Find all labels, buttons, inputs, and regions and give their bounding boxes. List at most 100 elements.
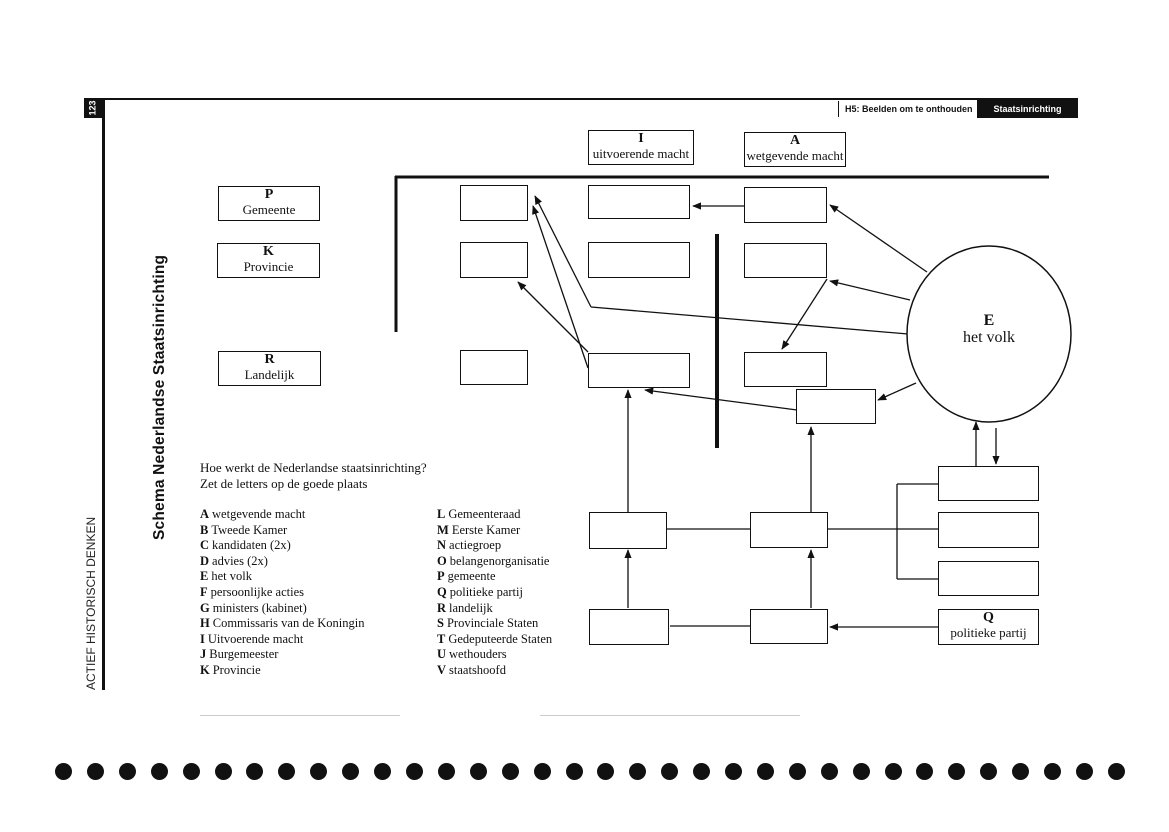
legend-letter: C <box>200 538 210 553</box>
answer-box-landelijk-extra[interactable] <box>796 389 876 424</box>
arrow-a2-a3 <box>781 278 828 350</box>
legend-letter: L <box>437 507 446 521</box>
answer-box-middle-2[interactable] <box>750 512 828 548</box>
binding-hole <box>374 762 392 780</box>
answer-box-gemeente-1[interactable] <box>460 185 528 221</box>
binding-hole <box>1107 762 1125 780</box>
binding-hole <box>182 762 200 780</box>
legend-text: politieke partij <box>449 584 523 599</box>
answer-box-landelijk-uitvoerend[interactable] <box>588 353 690 388</box>
legend-text: Provinciale Staten <box>446 616 539 631</box>
binding-hole <box>405 762 423 780</box>
arrow-volk-mayor <box>534 195 592 308</box>
binding-hole <box>597 762 615 780</box>
legend-letter: H <box>200 616 210 631</box>
answer-box-gemeente-uitvoerend[interactable] <box>588 185 690 219</box>
binding-hole <box>150 762 168 780</box>
legend-letter: F <box>200 584 208 599</box>
page-number: 123 <box>84 98 102 118</box>
legend-letter: M <box>437 522 449 537</box>
legend-letter: S <box>437 616 444 631</box>
binding-hole <box>725 762 743 780</box>
legend-text: advies (2x) <box>212 553 268 568</box>
binding-hole <box>469 762 487 780</box>
legend-letter: R <box>437 600 447 615</box>
legend-text: Provincie <box>212 662 261 677</box>
answer-box-right-1[interactable] <box>938 466 1039 501</box>
question: Hoe werkt de Nederlandse staatsinrichtin… <box>200 460 427 491</box>
answer-box-right-3[interactable] <box>938 561 1039 596</box>
arrow-small-i3 <box>644 387 798 411</box>
binding-hole <box>565 762 583 780</box>
binding-hole <box>501 762 519 780</box>
scan-line <box>540 715 800 716</box>
answer-box-bottom-1[interactable] <box>589 609 669 645</box>
scan-line <box>200 715 400 716</box>
binding-hole <box>1012 762 1030 780</box>
binding-hole <box>278 762 296 780</box>
answer-box-landelijk-wetgevend[interactable] <box>744 352 827 387</box>
answer-box-provincie-1[interactable] <box>460 242 528 278</box>
arrow-i3-col1b <box>517 281 589 353</box>
section-heading: Staatsinrichting <box>977 100 1078 118</box>
binding-hole <box>756 762 774 780</box>
binding-hole <box>246 762 264 780</box>
legend-text: Burgemeester <box>209 647 279 662</box>
legend-text: kandidaten (2x) <box>212 538 291 553</box>
binding-hole <box>342 762 360 780</box>
binding-hole <box>55 762 72 780</box>
legend-text: Gedeputeerde Staten <box>448 631 553 646</box>
chapter-heading: H5: Beelden om te onthouden <box>838 101 979 117</box>
answer-box-provincie-wetgevend[interactable] <box>744 243 827 278</box>
legend-letter: K <box>200 662 210 677</box>
binding-hole <box>788 762 806 780</box>
arrow-i3-col1a <box>532 205 589 369</box>
legend-letter: B <box>200 522 209 537</box>
answer-box-right-2[interactable] <box>938 512 1039 548</box>
answer-box-gemeente-wetgevend[interactable] <box>744 187 827 223</box>
binding-hole <box>916 762 934 780</box>
binding-hole <box>118 762 136 780</box>
legend-letter: O <box>437 553 447 568</box>
binding-holes <box>55 759 1125 783</box>
answer-box-provincie-uitvoerend[interactable] <box>588 242 690 278</box>
legend-letter: V <box>437 662 447 677</box>
arrow-volk-a1 <box>829 204 928 273</box>
legend-letter: T <box>437 631 446 646</box>
answer-box-bottom-2[interactable] <box>750 609 828 644</box>
legend-letter: D <box>200 553 210 568</box>
answer-box-middle-1[interactable] <box>589 512 667 549</box>
legend-text: wethouders <box>449 647 507 662</box>
legend-letter: E <box>200 569 209 584</box>
binding-hole <box>661 762 679 780</box>
arrow-volk-a2 <box>829 279 911 301</box>
legend-letter: U <box>437 647 447 662</box>
legend-text: persoonlijke acties <box>210 584 305 599</box>
binding-hole <box>693 762 711 780</box>
legend-letter: I <box>200 631 205 646</box>
binding-hole <box>980 762 998 780</box>
legend-text: Uitvoerende macht <box>207 631 304 646</box>
binding-hole <box>629 762 647 780</box>
binding-hole <box>1076 762 1093 780</box>
legend-text: landelijk <box>449 600 493 615</box>
margin-rule <box>102 98 105 690</box>
answer-box-landelijk-1[interactable] <box>460 350 528 385</box>
legend-letter: Q <box>437 584 447 599</box>
